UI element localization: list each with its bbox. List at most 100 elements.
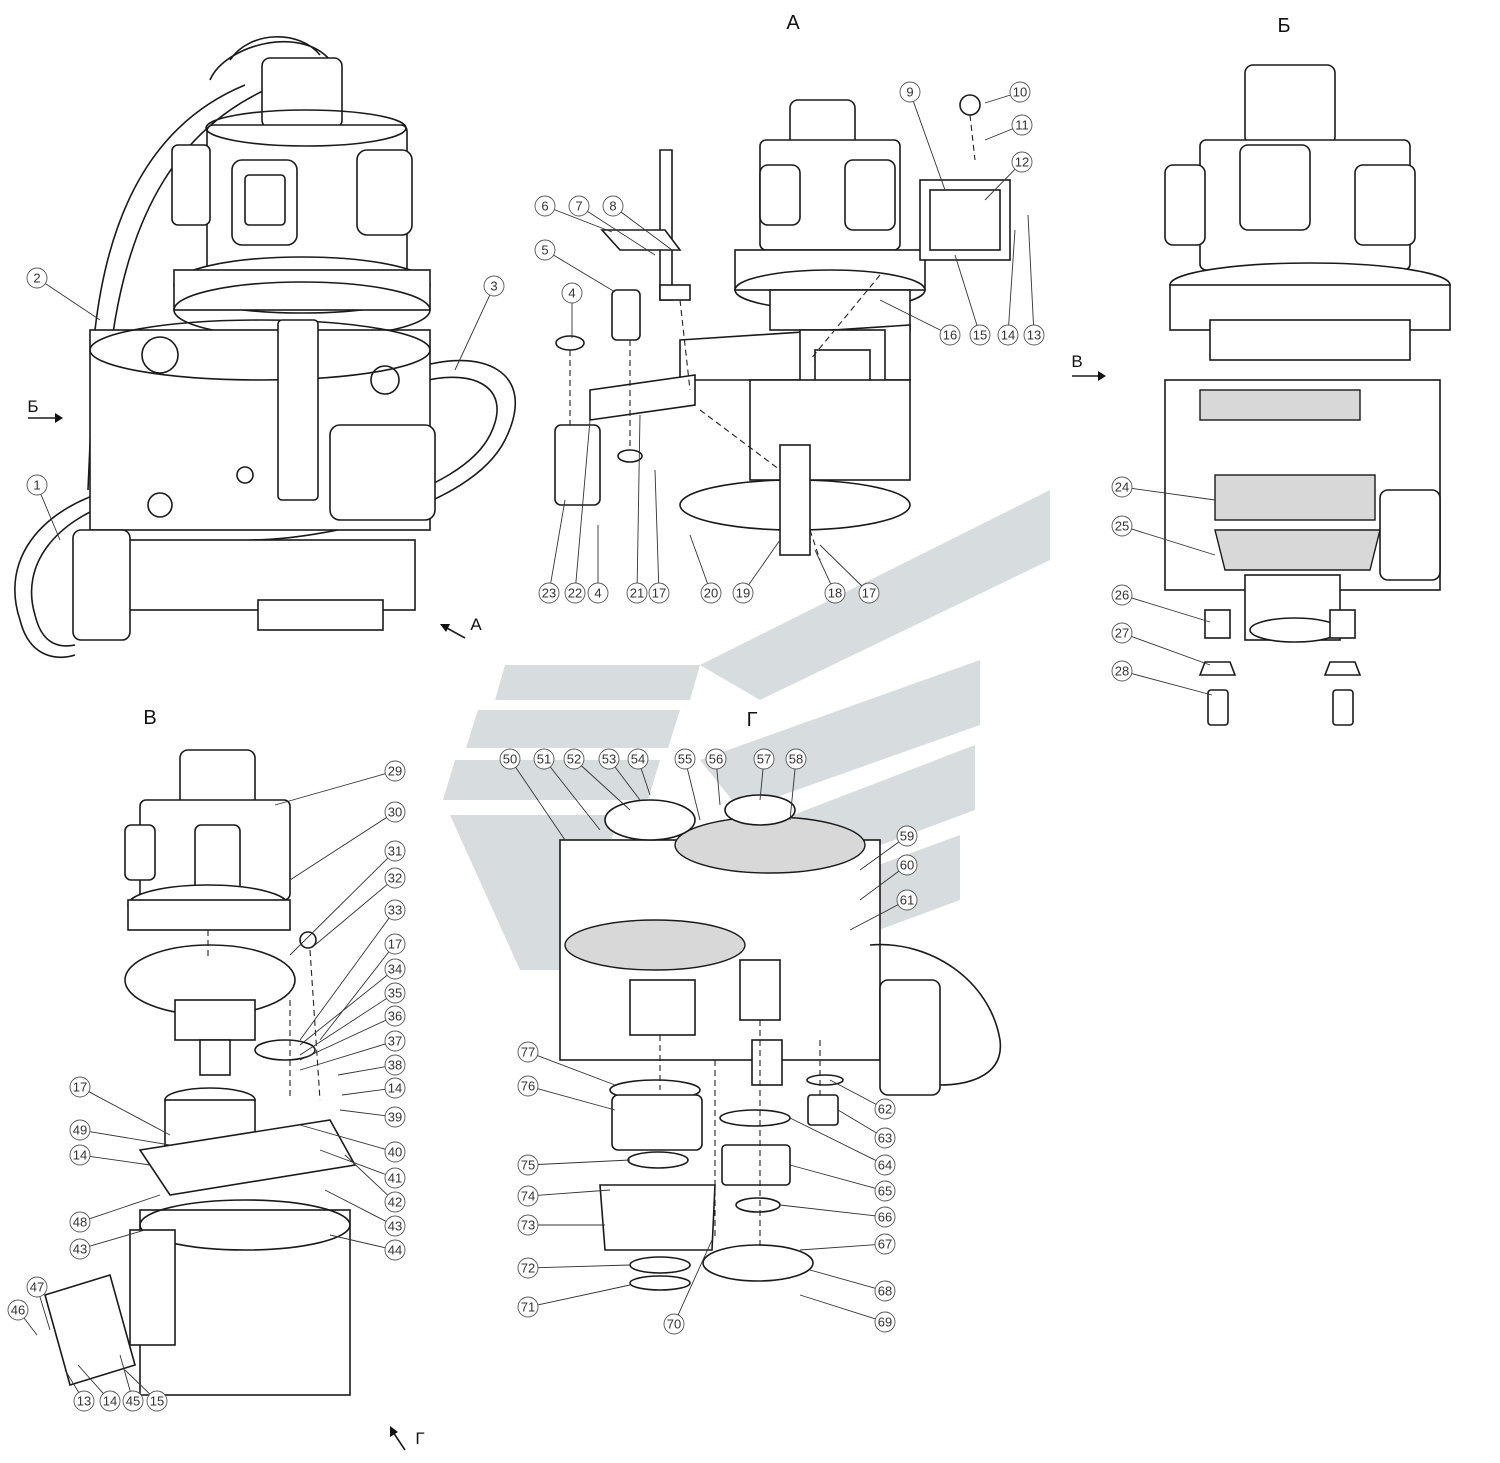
view-label-b: Б xyxy=(1277,15,1290,37)
callout-bubble xyxy=(874,1233,896,1255)
callout-50: 50 xyxy=(499,748,566,841)
callout-leader xyxy=(88,1091,171,1136)
callout-leader xyxy=(329,1234,386,1249)
callout-bubble xyxy=(69,1211,91,1233)
callout-19: 19 xyxy=(732,539,781,604)
callout-bubble xyxy=(26,267,48,289)
callout-72: 72 xyxy=(517,1257,631,1279)
callout-38: 38 xyxy=(337,1054,406,1076)
callout-77: 77 xyxy=(517,1041,616,1086)
callout-26: 26 xyxy=(1111,584,1211,623)
callout-number: 30 xyxy=(388,805,402,820)
callout-number: 14 xyxy=(388,1081,402,1096)
callout-bubble xyxy=(598,748,620,770)
callout-11: 11 xyxy=(984,114,1033,141)
callout-number: 8 xyxy=(609,199,616,214)
callout-leader xyxy=(119,1354,131,1392)
callout-number: 35 xyxy=(388,986,402,1001)
callout-number: 16 xyxy=(943,328,957,343)
callout-number: 72 xyxy=(521,1261,535,1276)
callout-number: 14 xyxy=(1001,328,1015,343)
callout-number: 51 xyxy=(537,752,551,767)
callout-60: 60 xyxy=(859,854,918,901)
callout-bubble xyxy=(824,582,846,604)
callout-73: 73 xyxy=(517,1214,605,1236)
callout-bubble xyxy=(896,889,918,911)
callout-number: 21 xyxy=(630,586,644,601)
callout-bubble xyxy=(533,748,555,770)
callout-number: 17 xyxy=(73,1080,87,1095)
callout-leader xyxy=(454,294,491,371)
callout-leader xyxy=(716,768,721,806)
callout-number: 15 xyxy=(973,328,987,343)
callout-number: 47 xyxy=(30,1280,44,1295)
callout-bubble xyxy=(384,1106,406,1128)
callout-number: 6 xyxy=(541,199,548,214)
callout-bubble xyxy=(483,275,505,297)
callout-leader xyxy=(45,283,101,321)
callout-leader xyxy=(686,768,701,821)
callout-number: 13 xyxy=(77,1394,91,1409)
callout-20: 20 xyxy=(689,534,722,604)
callout-leader xyxy=(1008,229,1016,326)
callout-leader xyxy=(1131,597,1211,623)
callout-number: 25 xyxy=(1115,519,1129,534)
callout-leader xyxy=(289,817,387,881)
callout-bubble xyxy=(538,582,560,604)
direction-arrow-a: А xyxy=(440,615,482,639)
callout-bubble xyxy=(499,748,521,770)
callout-bubble xyxy=(874,1127,896,1149)
callout-number: 60 xyxy=(900,858,914,873)
callout-leader xyxy=(829,1079,877,1105)
callout-number: 62 xyxy=(878,1102,892,1117)
callout-18: 18 xyxy=(814,549,846,604)
callout-number: 31 xyxy=(388,844,402,859)
callout-number: 69 xyxy=(878,1315,892,1330)
callout-bubble xyxy=(517,1075,539,1097)
callout-number: 56 xyxy=(709,752,723,767)
callout-44: 44 xyxy=(329,1234,406,1261)
callout-leader xyxy=(587,211,656,256)
callout-number: 32 xyxy=(388,871,402,886)
callout-leader xyxy=(124,1369,151,1395)
callout-bubble xyxy=(69,1076,91,1098)
callout-68: 68 xyxy=(809,1269,896,1302)
callout-leader xyxy=(677,1239,713,1316)
callout-bubble xyxy=(122,1390,144,1412)
callout-number: 17 xyxy=(652,586,666,601)
callout-bubble xyxy=(517,1041,539,1063)
callout-leader xyxy=(748,539,781,586)
callout-bubble xyxy=(384,1141,406,1163)
callout-54: 54 xyxy=(627,748,651,796)
callout-number: 63 xyxy=(878,1131,892,1146)
callout-bubble xyxy=(384,840,406,862)
callout-leader xyxy=(640,768,651,796)
callout-35: 35 xyxy=(299,982,406,1056)
callout-number: 54 xyxy=(631,752,645,767)
callout-leader xyxy=(537,1159,631,1165)
callout-37: 37 xyxy=(299,1030,406,1071)
callout-bubble xyxy=(874,1206,896,1228)
callout-bubble xyxy=(1023,324,1045,346)
callout-leader xyxy=(337,1066,386,1076)
callout-48: 48 xyxy=(69,1194,161,1233)
callout-number: 7 xyxy=(575,199,582,214)
callout-leader xyxy=(789,1164,876,1189)
callout-bubble xyxy=(874,1180,896,1202)
callout-number: 19 xyxy=(736,586,750,601)
callout-number: 42 xyxy=(388,1195,402,1210)
callout-67: 67 xyxy=(799,1233,896,1255)
callout-70: 70 xyxy=(663,1239,713,1335)
callout-bubble xyxy=(384,760,406,782)
callout-17: 17 xyxy=(648,469,670,604)
callout-bubble xyxy=(626,582,648,604)
callout-leader xyxy=(324,1189,387,1222)
callout-14: 14 xyxy=(69,1144,151,1166)
callout-number: 26 xyxy=(1115,588,1129,603)
callout-number: 22 xyxy=(568,586,582,601)
direction-arrow-g: Г xyxy=(390,1426,425,1451)
callout-bubble xyxy=(874,1154,896,1176)
callout-leader xyxy=(636,414,641,584)
callout-number: 64 xyxy=(878,1158,892,1173)
callout-15: 15 xyxy=(124,1369,168,1412)
